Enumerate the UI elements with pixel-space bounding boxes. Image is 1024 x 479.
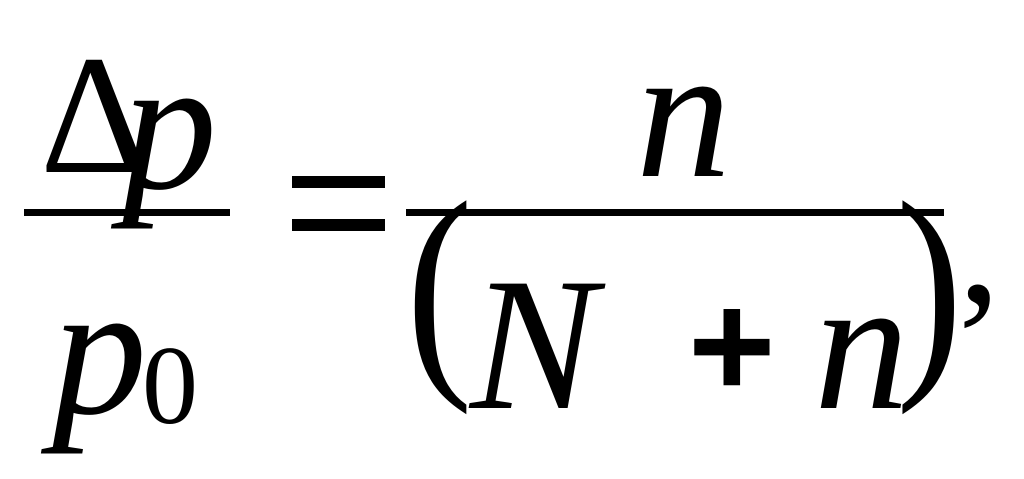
left-fraction-bar bbox=[24, 209, 230, 216]
delta-symbol: Δ bbox=[40, 21, 150, 209]
equals-sign-top-bar bbox=[292, 176, 385, 188]
numerator-variable-p: p bbox=[122, 20, 217, 230]
subscript-zero: 0 bbox=[142, 324, 198, 448]
right-numerator-variable-n: n bbox=[636, 8, 731, 218]
plus-sign: + bbox=[688, 261, 776, 429]
left-parenthesis: ( bbox=[406, 155, 473, 416]
equals-sign-bottom-bar bbox=[292, 219, 385, 231]
variable-N: N bbox=[470, 240, 597, 450]
right-fraction-bar bbox=[406, 209, 944, 216]
right-denominator-variable-n: n bbox=[814, 240, 909, 450]
denominator-variable-p: p bbox=[52, 245, 147, 455]
trailing-comma: , bbox=[958, 151, 1001, 339]
right-parenthesis: ) bbox=[896, 155, 963, 416]
